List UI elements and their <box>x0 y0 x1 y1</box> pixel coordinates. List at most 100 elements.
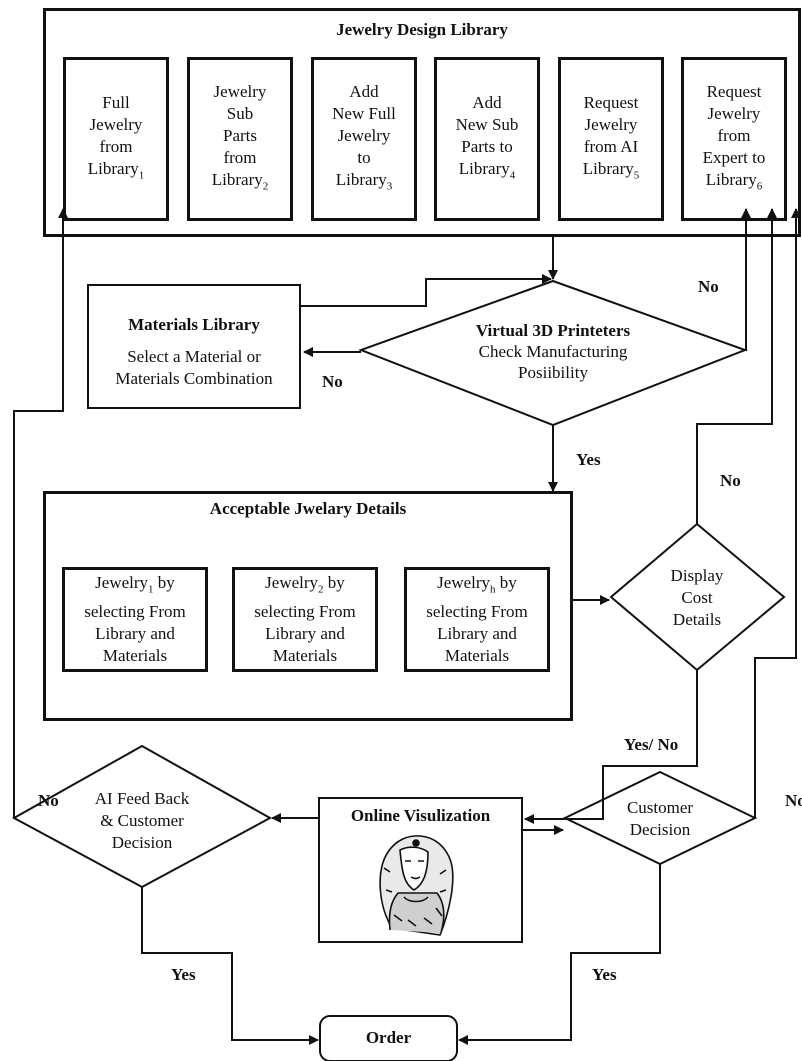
label-yes-customer: Yes <box>592 965 617 984</box>
lib-sub: 6 <box>756 180 763 193</box>
arrow-ai-to-order <box>141 887 319 1045</box>
detail-text: by <box>323 573 345 593</box>
lib-text: Request <box>583 92 639 112</box>
detail-text: Materials <box>102 645 168 665</box>
lib-sub: 3 <box>386 180 393 193</box>
lib-text: Jewelry <box>89 114 143 134</box>
printer-line2: Posiibility <box>518 363 588 382</box>
ai-feedback-line2: & Customer <box>100 811 184 830</box>
detail-sub: 2 <box>318 583 324 596</box>
lib-sub: 5 <box>633 169 640 182</box>
detail-text: by <box>495 573 517 593</box>
lib-text: Add <box>349 81 379 101</box>
lib-text: from <box>717 125 751 145</box>
label-no-cost: No <box>720 471 741 490</box>
label-yes-ai: Yes <box>171 965 196 984</box>
lib-sub: 2 <box>262 180 269 193</box>
label-no-materials: No <box>322 372 343 391</box>
materials-line1: Select a Material or <box>127 347 261 366</box>
detail-text: by <box>153 573 175 593</box>
cost-line2: Cost <box>681 588 713 607</box>
lib-text: Jewelry <box>213 81 267 101</box>
arrow-cost-to-visualization <box>524 670 698 824</box>
order-box <box>319 1015 458 1061</box>
detail-sub: h <box>490 583 496 596</box>
lib-text: Library <box>705 169 757 189</box>
jewelry-design-library: Jewelry Design Library <box>43 8 801 237</box>
detail-text: Library and <box>437 623 517 643</box>
materials-library: Materials Library Select a Material or M… <box>87 284 301 409</box>
detail-text: Library and <box>265 623 345 643</box>
lib-text: Expert to <box>702 147 766 167</box>
order-label: Order <box>365 1028 412 1047</box>
lib-text: from AI <box>583 136 639 156</box>
lib-text: Library <box>211 169 263 189</box>
online-visualization: Online Visulization <box>318 797 523 943</box>
lib-sub: 4 <box>509 169 516 182</box>
lib-text: Library <box>87 158 139 178</box>
label-no-customer: No <box>785 791 802 810</box>
ai-feedback-line1: AI Feed Back <box>94 789 190 808</box>
lib-text: Full <box>102 92 130 112</box>
library-title: Jewelry Design Library <box>336 20 508 39</box>
lib-text: to <box>357 147 371 167</box>
detail-text: selecting From <box>426 601 528 621</box>
detail-text: Jewelry <box>95 573 149 593</box>
printer-title: Virtual 3D Printeters <box>475 321 631 340</box>
lib-text: from <box>99 136 133 156</box>
arrow-ai-to-library <box>13 208 68 818</box>
detail-text: Jewelry <box>437 573 491 593</box>
lib-text: Jewelry <box>337 125 391 145</box>
lib-text: from <box>223 147 257 167</box>
lib-text: Library <box>335 169 387 189</box>
detail-text: Materials <box>444 645 510 665</box>
arrow-customer-to-library <box>754 208 801 818</box>
cost-line1: Display <box>670 566 724 585</box>
lib-text: Parts to <box>461 136 513 156</box>
detail-sub: 1 <box>148 583 154 596</box>
lib-text: Request <box>706 81 762 101</box>
detail-text: Library and <box>95 623 175 643</box>
arrow-cost-to-library <box>696 208 777 524</box>
detail-text: Materials <box>272 645 338 665</box>
woman-portrait-icon <box>379 835 454 936</box>
label-yes-no: Yes/ No <box>624 735 679 754</box>
lib-text: New Full <box>332 103 396 123</box>
lib-text: Add <box>472 92 502 112</box>
customer-line2: Decision <box>629 820 691 839</box>
label-no-printer-right: No <box>698 277 719 296</box>
customer-line1: Customer <box>626 798 694 817</box>
label-no-ai: No <box>38 791 59 810</box>
lib-sub: 1 <box>138 169 145 182</box>
materials-title: Materials Library <box>128 315 260 334</box>
visualization-title: Online Visulization <box>350 806 491 825</box>
printer-line1: Check Manufacturing <box>478 342 628 361</box>
lib-text: Library <box>458 158 510 178</box>
label-yes-printer: Yes <box>576 450 601 469</box>
arrow-materials-to-printer <box>301 274 552 307</box>
lib-text: Jewelry <box>707 103 761 123</box>
details-title: Acceptable Jwelary Details <box>209 499 407 518</box>
acceptable-details: Acceptable Jwelary Details <box>43 491 573 721</box>
detail-text: Jewelry <box>265 573 319 593</box>
arrow-printer-to-library <box>741 208 751 351</box>
lib-text: Sub <box>226 103 254 123</box>
materials-line2: Materials Combination <box>115 369 273 388</box>
lib-text: Parts <box>222 125 257 145</box>
ai-feedback-line3: Decision <box>111 833 173 852</box>
cost-line3: Details <box>672 610 722 629</box>
lib-text: New Sub <box>455 114 519 134</box>
detail-text: selecting From <box>254 601 356 621</box>
lib-text: Library <box>582 158 634 178</box>
detail-text: selecting From <box>84 601 186 621</box>
